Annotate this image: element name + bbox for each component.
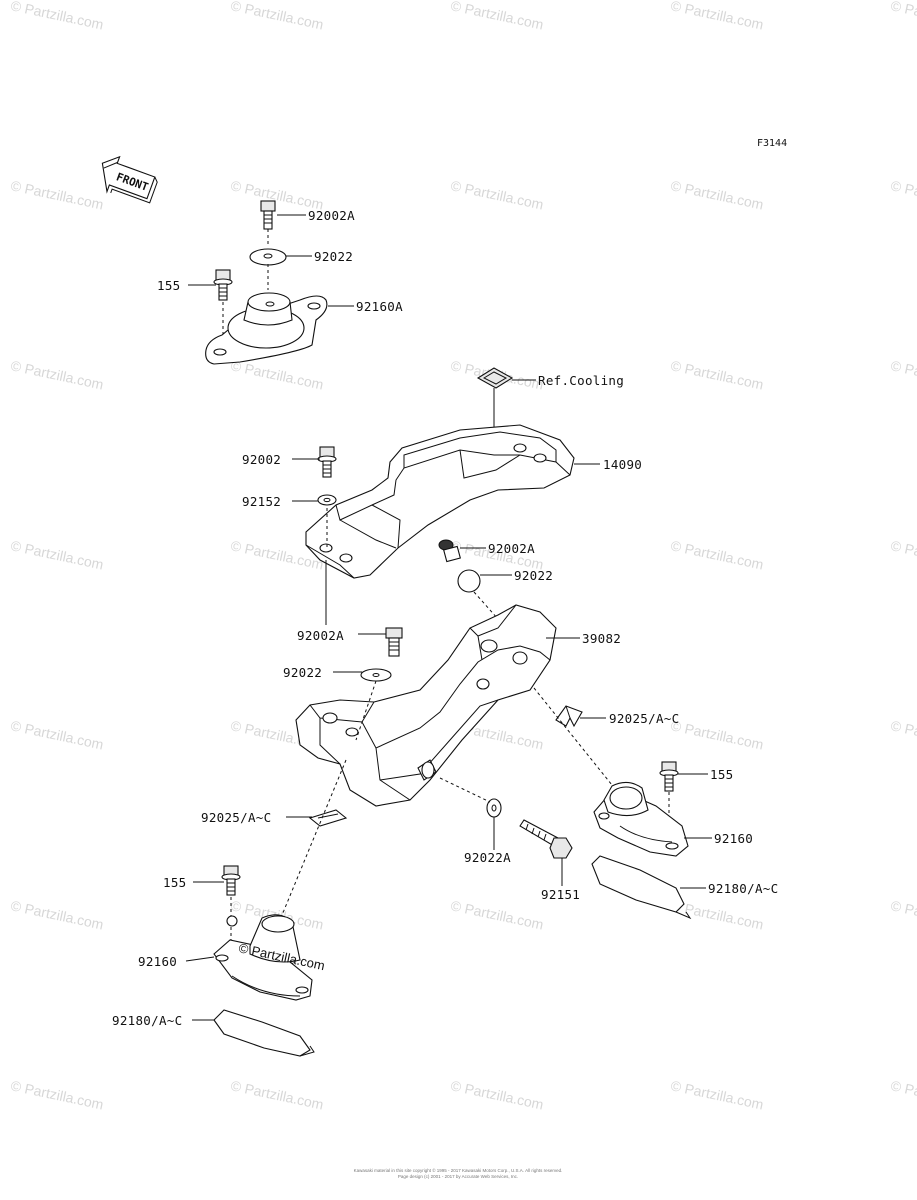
watermark-text: © Partzilla.com bbox=[669, 0, 765, 33]
shim-92180-right bbox=[591, 855, 692, 920]
watermark-text: © Partzilla.com bbox=[889, 1077, 917, 1112]
footer-copyright: Kawasaki material in this site copyright… bbox=[354, 1167, 563, 1173]
mount-92160-left bbox=[213, 914, 313, 1001]
watermark-text: © Partzilla.com bbox=[9, 1077, 105, 1112]
callout-92002a-mid: 92002A bbox=[488, 541, 535, 556]
callout-ref-cooling: Ref.Cooling bbox=[538, 373, 624, 388]
bolt-155-left bbox=[221, 865, 241, 896]
watermark-text: © Partzilla.com bbox=[449, 897, 545, 932]
bolt-92002 bbox=[317, 446, 337, 478]
callout-92180-right: 92180/A~C bbox=[708, 881, 778, 896]
callout-92002: 92002 bbox=[242, 452, 281, 467]
shim-92180-left bbox=[213, 1009, 315, 1057]
footer-design: Page design (c) 2001 - 2017 by Accurate … bbox=[398, 1174, 518, 1179]
bracket-39082 bbox=[295, 604, 557, 807]
watermark-text: © Partzilla.com bbox=[889, 177, 917, 212]
bolt-92002a-mid bbox=[438, 539, 461, 563]
callout-14090: 14090 bbox=[603, 457, 642, 472]
callout-labels: 92002A 92022 155 92160A Ref.Cooling 9200… bbox=[112, 208, 778, 1028]
washer-92022-top bbox=[249, 248, 287, 266]
watermark-text: © Partzilla.com bbox=[9, 0, 105, 33]
callout-92022-top: 92022 bbox=[314, 249, 353, 264]
bolt-92002a-left bbox=[385, 627, 403, 657]
watermark-text: © Partzilla.com bbox=[9, 717, 105, 752]
watermark-text: © Partzilla.com bbox=[669, 177, 765, 212]
watermark-text: © Partzilla.com bbox=[9, 897, 105, 932]
callout-92160-right: 92160 bbox=[714, 831, 753, 846]
watermark-text: © Partzilla.com bbox=[889, 0, 917, 33]
callout-39082: 39082 bbox=[582, 631, 621, 646]
callout-92022a: 92022A bbox=[464, 850, 511, 865]
watermark-text: © Partzilla.com bbox=[889, 537, 917, 572]
bolt-155-top bbox=[213, 269, 233, 301]
front-arrow-icon: FRONT bbox=[101, 155, 158, 204]
watermark-text: © Partzilla.com bbox=[229, 1077, 325, 1112]
bracket-14090 bbox=[305, 424, 575, 579]
watermark-text: © Partzilla.com bbox=[9, 177, 105, 212]
watermark-text: © Partzilla.com bbox=[9, 537, 105, 572]
callout-92152: 92152 bbox=[242, 494, 281, 509]
bolt-155-right bbox=[659, 761, 679, 792]
watermark-text: © Partzilla.com bbox=[669, 357, 765, 392]
top-mount-group bbox=[205, 200, 328, 365]
callout-92022-mid: 92022 bbox=[514, 568, 553, 583]
bolt-92151 bbox=[519, 819, 573, 859]
mount-92160-right bbox=[593, 781, 689, 857]
watermark-text: © Partzilla.com bbox=[669, 537, 765, 572]
callout-92002a-top: 92002A bbox=[308, 208, 355, 223]
washer-92022-mid bbox=[457, 569, 481, 593]
callout-92180-left: 92180/A~C bbox=[112, 1013, 182, 1028]
callout-92025-right: 92025/A~C bbox=[609, 711, 679, 726]
callout-92151: 92151 bbox=[541, 887, 580, 902]
callout-155-left: 155 bbox=[163, 875, 186, 890]
mount-92160a bbox=[205, 292, 328, 365]
callout-92160a: 92160A bbox=[356, 299, 403, 314]
watermark-text: © Partzilla.com bbox=[449, 0, 545, 33]
watermark-text: © Partzilla.com bbox=[9, 357, 105, 392]
watermark-text: © Partzilla.com bbox=[229, 357, 325, 392]
callout-155-right: 155 bbox=[710, 767, 733, 782]
clip-92025-right bbox=[555, 705, 583, 728]
callout-92022-left: 92022 bbox=[283, 665, 322, 680]
watermark-layer: © Partzilla.com © Partzilla.com © Partzill… bbox=[9, 0, 917, 1113]
callout-92160-left: 92160 bbox=[138, 954, 177, 969]
clip-92025-left bbox=[308, 809, 348, 827]
washer-92022-left bbox=[360, 668, 392, 682]
callout-92025-left: 92025/A~C bbox=[201, 810, 271, 825]
watermark-text: © Partzilla.com bbox=[229, 0, 325, 33]
watermark-text: © Partzilla.com bbox=[889, 717, 917, 752]
watermark-text: © Partzilla.com bbox=[889, 357, 917, 392]
callout-92002a-left: 92002A bbox=[297, 628, 344, 643]
callout-155-top: 155 bbox=[157, 278, 180, 293]
leader-lines bbox=[185, 214, 712, 1021]
watermark-text: © Partzilla.com bbox=[449, 1077, 545, 1112]
diagram-code: F3144 bbox=[757, 138, 787, 149]
bolt-92002a-top bbox=[260, 200, 276, 230]
watermark-text: © Partzilla.com bbox=[889, 897, 917, 932]
watermark-text: © Partzilla.com bbox=[449, 177, 545, 212]
washer-92152 bbox=[317, 494, 337, 506]
watermark-text: © Partzilla.com bbox=[669, 1077, 765, 1112]
watermark-text: © Partzilla.com bbox=[669, 717, 765, 752]
